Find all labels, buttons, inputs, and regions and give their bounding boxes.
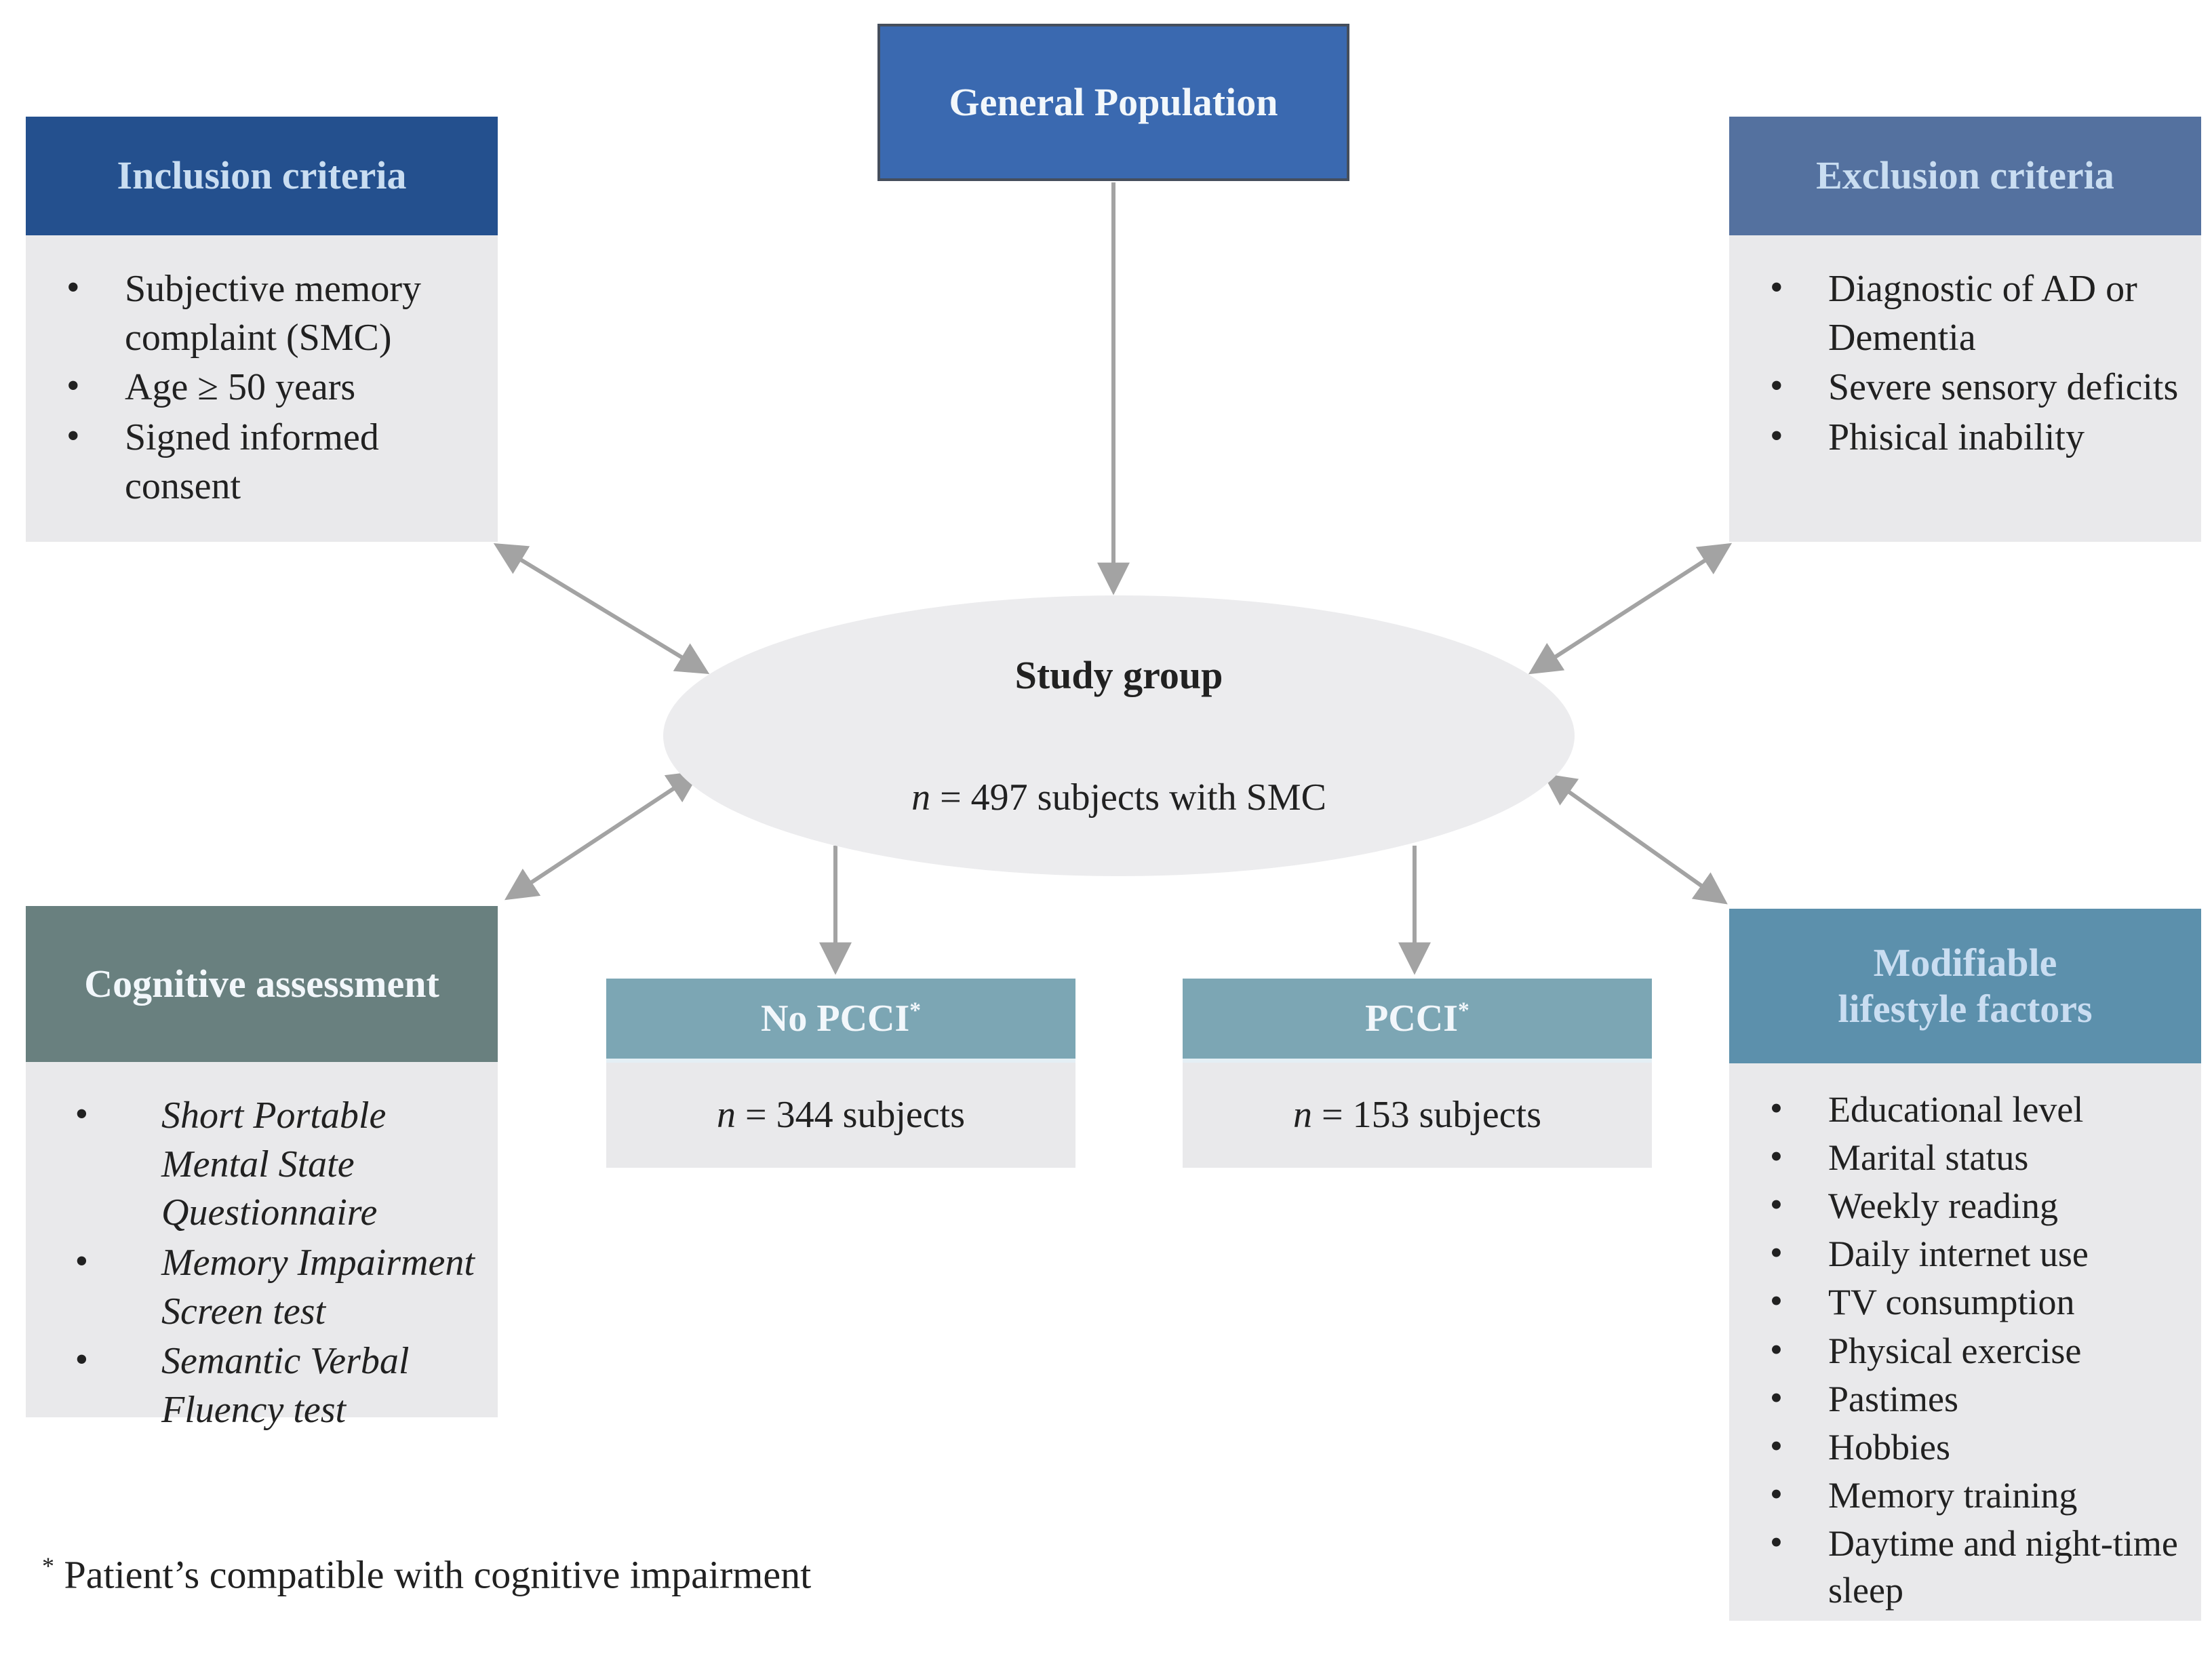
footnote-marker: * — [42, 1552, 54, 1579]
inclusion-title: Inclusion criteria — [117, 153, 407, 198]
footnote: * Patient’s compatible with cognitive im… — [42, 1552, 811, 1597]
list-item: Memory Impairment Screen test — [60, 1238, 477, 1336]
inclusion-header: Inclusion criteria — [26, 117, 498, 235]
list-item: Severe sensory deficits — [1758, 362, 2181, 412]
pcci-count: n = 153 subjects — [1293, 1093, 1541, 1136]
exclusion-header: Exclusion criteria — [1729, 117, 2201, 235]
cognitive-assessment-header: Cognitive assessment — [26, 906, 498, 1062]
arrow-inclusion-study — [493, 543, 710, 674]
list-item: Phisical inability — [1758, 412, 2181, 462]
cognitive-assessment-list: Short Portable Mental State Questionnair… — [26, 1062, 498, 1435]
general-population-title: General Population — [949, 79, 1278, 124]
pcci-header: PCCI* — [1183, 979, 1652, 1063]
list-item: Hobbies — [1758, 1423, 2181, 1471]
inclusion-list: Subjective memory complaint (SMC)Age ≥ 5… — [26, 235, 498, 511]
list-item: Physical exercise — [1758, 1326, 2181, 1375]
arrow-cognitive-study — [504, 770, 701, 901]
list-item: Daily internet use — [1758, 1229, 2181, 1278]
cognitive-assessment-title: Cognitive assessment — [84, 961, 439, 1006]
list-item: Short Portable Mental State Questionnair… — [60, 1090, 477, 1238]
list-item: TV consumption — [1758, 1278, 2181, 1326]
no-pcci-body: n = 344 subjects — [606, 1063, 1075, 1168]
general-population-box: General Population — [877, 24, 1349, 181]
no-pcci-count: n = 344 subjects — [717, 1093, 965, 1136]
list-item: Memory training — [1758, 1471, 2181, 1519]
no-pcci-box: No PCCI* n = 344 subjects — [606, 979, 1075, 1168]
list-item: Diagnostic of AD or Dementia — [1758, 264, 2181, 362]
list-item: Signed informed consent — [54, 412, 477, 511]
modifiable-factors-body: Educational levelMarital statusWeekly re… — [1729, 1063, 2201, 1621]
list-item: Daytime and night-time sleep — [1758, 1519, 2181, 1614]
exclusion-list: Diagnostic of AD or DementiaSevere senso… — [1729, 235, 2201, 462]
pcci-box: PCCI* n = 153 subjects — [1183, 979, 1652, 1168]
list-item: Subjective memory complaint (SMC) — [54, 264, 477, 362]
cognitive-assessment-box: Cognitive assessment Short Portable Ment… — [26, 906, 498, 1431]
modifiable-factors-header: Modifiable lifestyle factors — [1729, 909, 2201, 1063]
no-pcci-header: No PCCI* — [606, 979, 1075, 1063]
exclusion-title: Exclusion criteria — [1816, 153, 2114, 198]
arrow-exclusion-study — [1528, 543, 1733, 675]
list-item: Age ≥ 50 years — [54, 362, 477, 412]
inclusion-body: Subjective memory complaint (SMC)Age ≥ 5… — [26, 235, 498, 542]
list-item: Marital status — [1758, 1133, 2181, 1181]
list-item: Semantic Verbal Fluency test — [60, 1336, 477, 1434]
pcci-body: n = 153 subjects — [1183, 1063, 1652, 1168]
cognitive-assessment-body: Short Portable Mental State Questionnair… — [26, 1062, 498, 1431]
modifiable-factors-box: Modifiable lifestyle factors Educational… — [1729, 909, 2201, 1621]
list-item: Weekly reading — [1758, 1181, 2181, 1229]
modifiable-factors-list: Educational levelMarital statusWeekly re… — [1729, 1063, 2201, 1614]
exclusion-body: Diagnostic of AD or DementiaSevere senso… — [1729, 235, 2201, 542]
list-item: Pastimes — [1758, 1375, 2181, 1423]
pcci-title: PCCI* — [1365, 997, 1469, 1040]
modifiable-factors-title: Modifiable lifestyle factors — [1838, 940, 2093, 1031]
footnote-text: Patient’s compatible with cognitive impa… — [54, 1552, 812, 1597]
no-pcci-title: No PCCI* — [760, 997, 922, 1040]
inclusion-box: Inclusion criteria Subjective memory com… — [26, 117, 498, 542]
exclusion-box: Exclusion criteria Diagnostic of AD or D… — [1729, 117, 2201, 542]
arrow-modifiable-study — [1543, 773, 1728, 905]
list-item: Educational level — [1758, 1085, 2181, 1133]
study-group-ellipse: Study group n = 497 subjects with SMC — [663, 595, 1575, 876]
study-group-count: n = 497 subjects with SMC — [911, 776, 1326, 819]
study-group-title: Study group — [1014, 653, 1223, 697]
